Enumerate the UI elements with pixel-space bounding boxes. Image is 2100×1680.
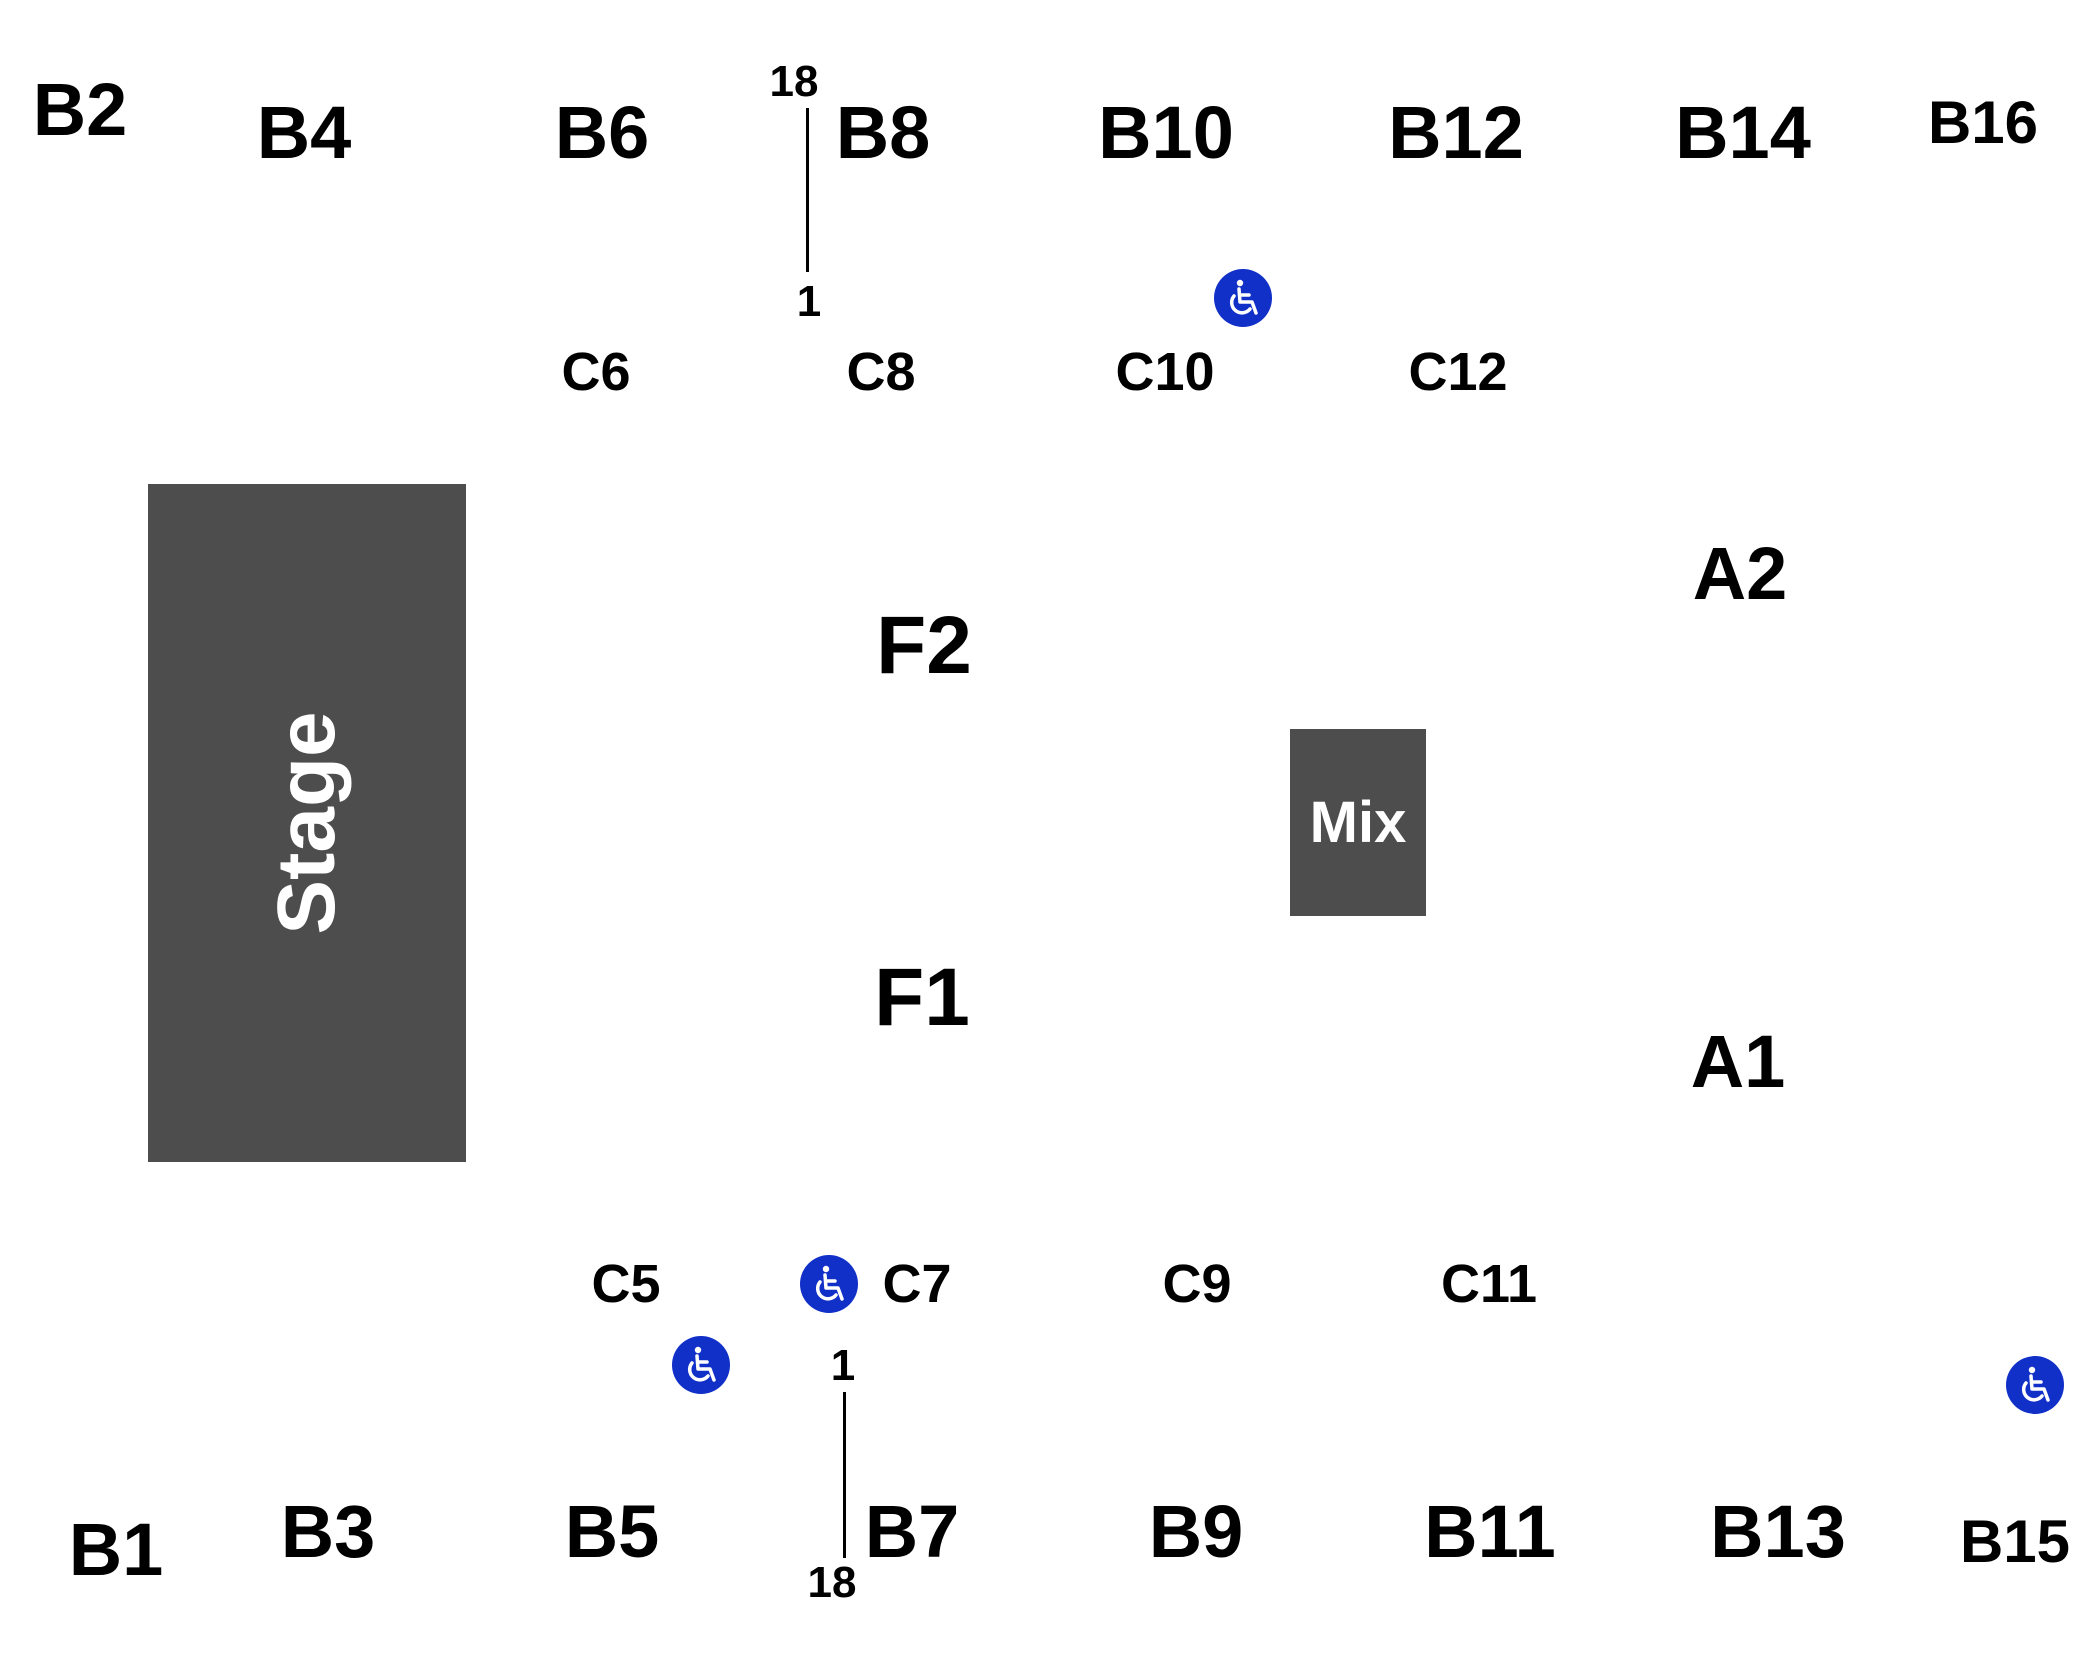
section-b13[interactable]: B13 xyxy=(1710,1490,1846,1573)
section-b8[interactable]: B8 xyxy=(835,91,931,174)
section-b12[interactable]: B12 xyxy=(1388,91,1524,174)
section-a2[interactable]: A2 xyxy=(1692,532,1788,615)
section-b14[interactable]: B14 xyxy=(1675,91,1811,174)
section-b4[interactable]: B4 xyxy=(256,91,352,174)
section-f1[interactable]: F1 xyxy=(874,952,970,1043)
row-number-bottom-start: 1 xyxy=(830,1341,856,1390)
row-direction-line-top xyxy=(806,108,809,272)
mix-label: Mix xyxy=(1309,789,1407,855)
section-b16[interactable]: B16 xyxy=(1927,89,2039,156)
section-b2[interactable]: B2 xyxy=(32,68,128,151)
section-b1[interactable]: B1 xyxy=(68,1508,164,1591)
section-c6[interactable]: C6 xyxy=(561,342,631,402)
section-c7[interactable]: C7 xyxy=(882,1254,952,1314)
row-number-top-start: 18 xyxy=(769,57,819,106)
section-c5[interactable]: C5 xyxy=(591,1254,661,1314)
wheelchair-icon xyxy=(672,1336,730,1394)
section-b7[interactable]: B7 xyxy=(864,1490,960,1573)
section-a1[interactable]: A1 xyxy=(1690,1020,1786,1103)
section-b9[interactable]: B9 xyxy=(1148,1490,1244,1573)
section-b3[interactable]: B3 xyxy=(280,1490,376,1573)
section-c9[interactable]: C9 xyxy=(1162,1254,1232,1314)
section-b10[interactable]: B10 xyxy=(1098,91,1234,174)
section-c11[interactable]: C11 xyxy=(1440,1254,1538,1314)
row-number-top-end: 1 xyxy=(796,277,822,326)
section-b5[interactable]: B5 xyxy=(564,1490,660,1573)
section-c12[interactable]: C12 xyxy=(1408,342,1508,402)
section-b6[interactable]: B6 xyxy=(554,91,650,174)
row-number-bottom-end: 18 xyxy=(807,1558,857,1607)
wheelchair-icon xyxy=(1214,269,1272,327)
section-f2[interactable]: F2 xyxy=(876,600,972,691)
section-c10[interactable]: C10 xyxy=(1115,342,1215,402)
wheelchair-icon xyxy=(800,1255,858,1313)
section-b11[interactable]: B11 xyxy=(1424,1490,1556,1573)
stage-block: Stage xyxy=(148,484,466,1162)
wheelchair-icon xyxy=(2006,1356,2064,1414)
section-c8[interactable]: C8 xyxy=(846,342,916,402)
row-direction-line-bottom xyxy=(843,1392,846,1558)
mix-booth: Mix xyxy=(1290,729,1426,916)
section-b15[interactable]: B15 xyxy=(1959,1508,2071,1575)
stage-label: Stage xyxy=(261,711,352,935)
